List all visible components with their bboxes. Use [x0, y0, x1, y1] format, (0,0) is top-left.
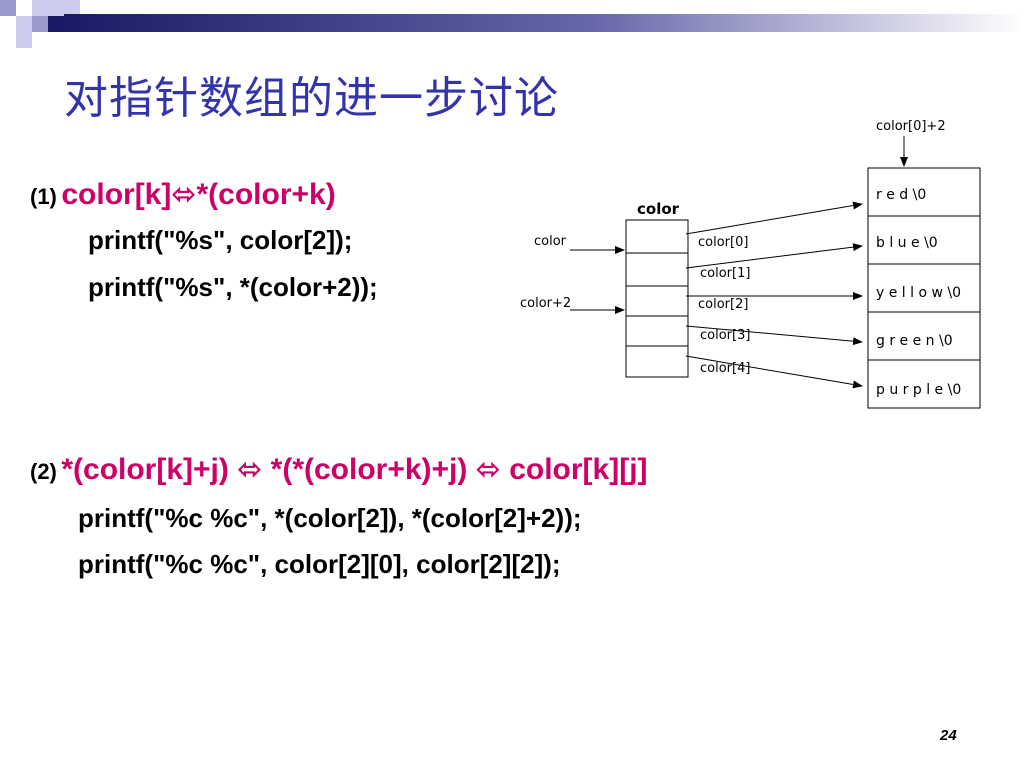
array-title: color [637, 200, 680, 218]
string-text-1: b l u e \0 [876, 235, 938, 251]
section1-code-line-1: printf("%s", color[2]); [88, 225, 353, 255]
section1-expression: color[k]⬄*(color+k) [61, 178, 336, 211]
string-text-3: g r e e n \0 [876, 333, 953, 349]
array-cell [625, 315, 689, 347]
element-label-4: color[4] [700, 361, 750, 376]
element-label-2: color[2] [698, 297, 748, 312]
section2-header: (2) *(color[k]+j) ⬄ *(*(color+k)+j) ⬄ co… [30, 452, 648, 487]
string-text-4: p u r p l e \0 [876, 382, 961, 398]
deco-square [32, 0, 48, 16]
section1-code-line-2: printf("%s", *(color+2)); [88, 272, 378, 302]
section1-number: (1) [30, 184, 57, 209]
pointer-array-diagram: color color color+2 color[0] color[1] co… [520, 119, 981, 409]
pointer-color-label: color [534, 234, 567, 249]
deco-square [32, 16, 48, 32]
string-text-2: y e l l o w \0 [876, 285, 961, 301]
slide-title: 对指针数组的进一步讨论 [64, 73, 559, 124]
top-label: color[0]+2 [876, 119, 946, 134]
section2-expression: *(color[k]+j) ⬄ *(*(color+k)+j) ⬄ color[… [61, 453, 648, 486]
array-cell [625, 252, 689, 287]
section2-code-line-1: printf("%c %c", *(color[2]), *(color[2]+… [78, 503, 582, 533]
string-box-3 [867, 311, 981, 361]
element-label-3: color[3] [700, 328, 750, 343]
page-number: 24 [940, 727, 957, 744]
deco-square [48, 16, 64, 32]
string-box-2 [867, 263, 981, 313]
section2-number: (2) [30, 459, 57, 484]
string-text-0: r e d \0 [876, 187, 926, 203]
deco-square [16, 32, 32, 48]
array-cell [625, 345, 689, 378]
pointer-color2-label: color+2 [520, 296, 571, 311]
ptr-arrow-4 [685, 355, 863, 389]
deco-square [64, 0, 80, 14]
ptr-arrow-1 [685, 243, 863, 269]
element-label-1: color[1] [700, 266, 750, 281]
ptr-arrow-3 [685, 325, 863, 346]
string-box-1 [867, 215, 981, 265]
element-label-0: color[0] [698, 235, 748, 250]
array-cell [625, 219, 689, 254]
top-decorative-bar [0, 0, 1024, 48]
deco-square [48, 0, 64, 16]
deco-square [16, 16, 32, 32]
deco-square [0, 0, 16, 16]
string-box-4 [867, 359, 981, 409]
section1-header: (1) color[k]⬄*(color+k) [30, 177, 336, 212]
ptr-arrow-0 [685, 201, 863, 235]
section2-code-line-2: printf("%c %c", color[2][0], color[2][2]… [78, 549, 561, 579]
array-cell [625, 285, 689, 317]
array-cells [625, 219, 689, 378]
